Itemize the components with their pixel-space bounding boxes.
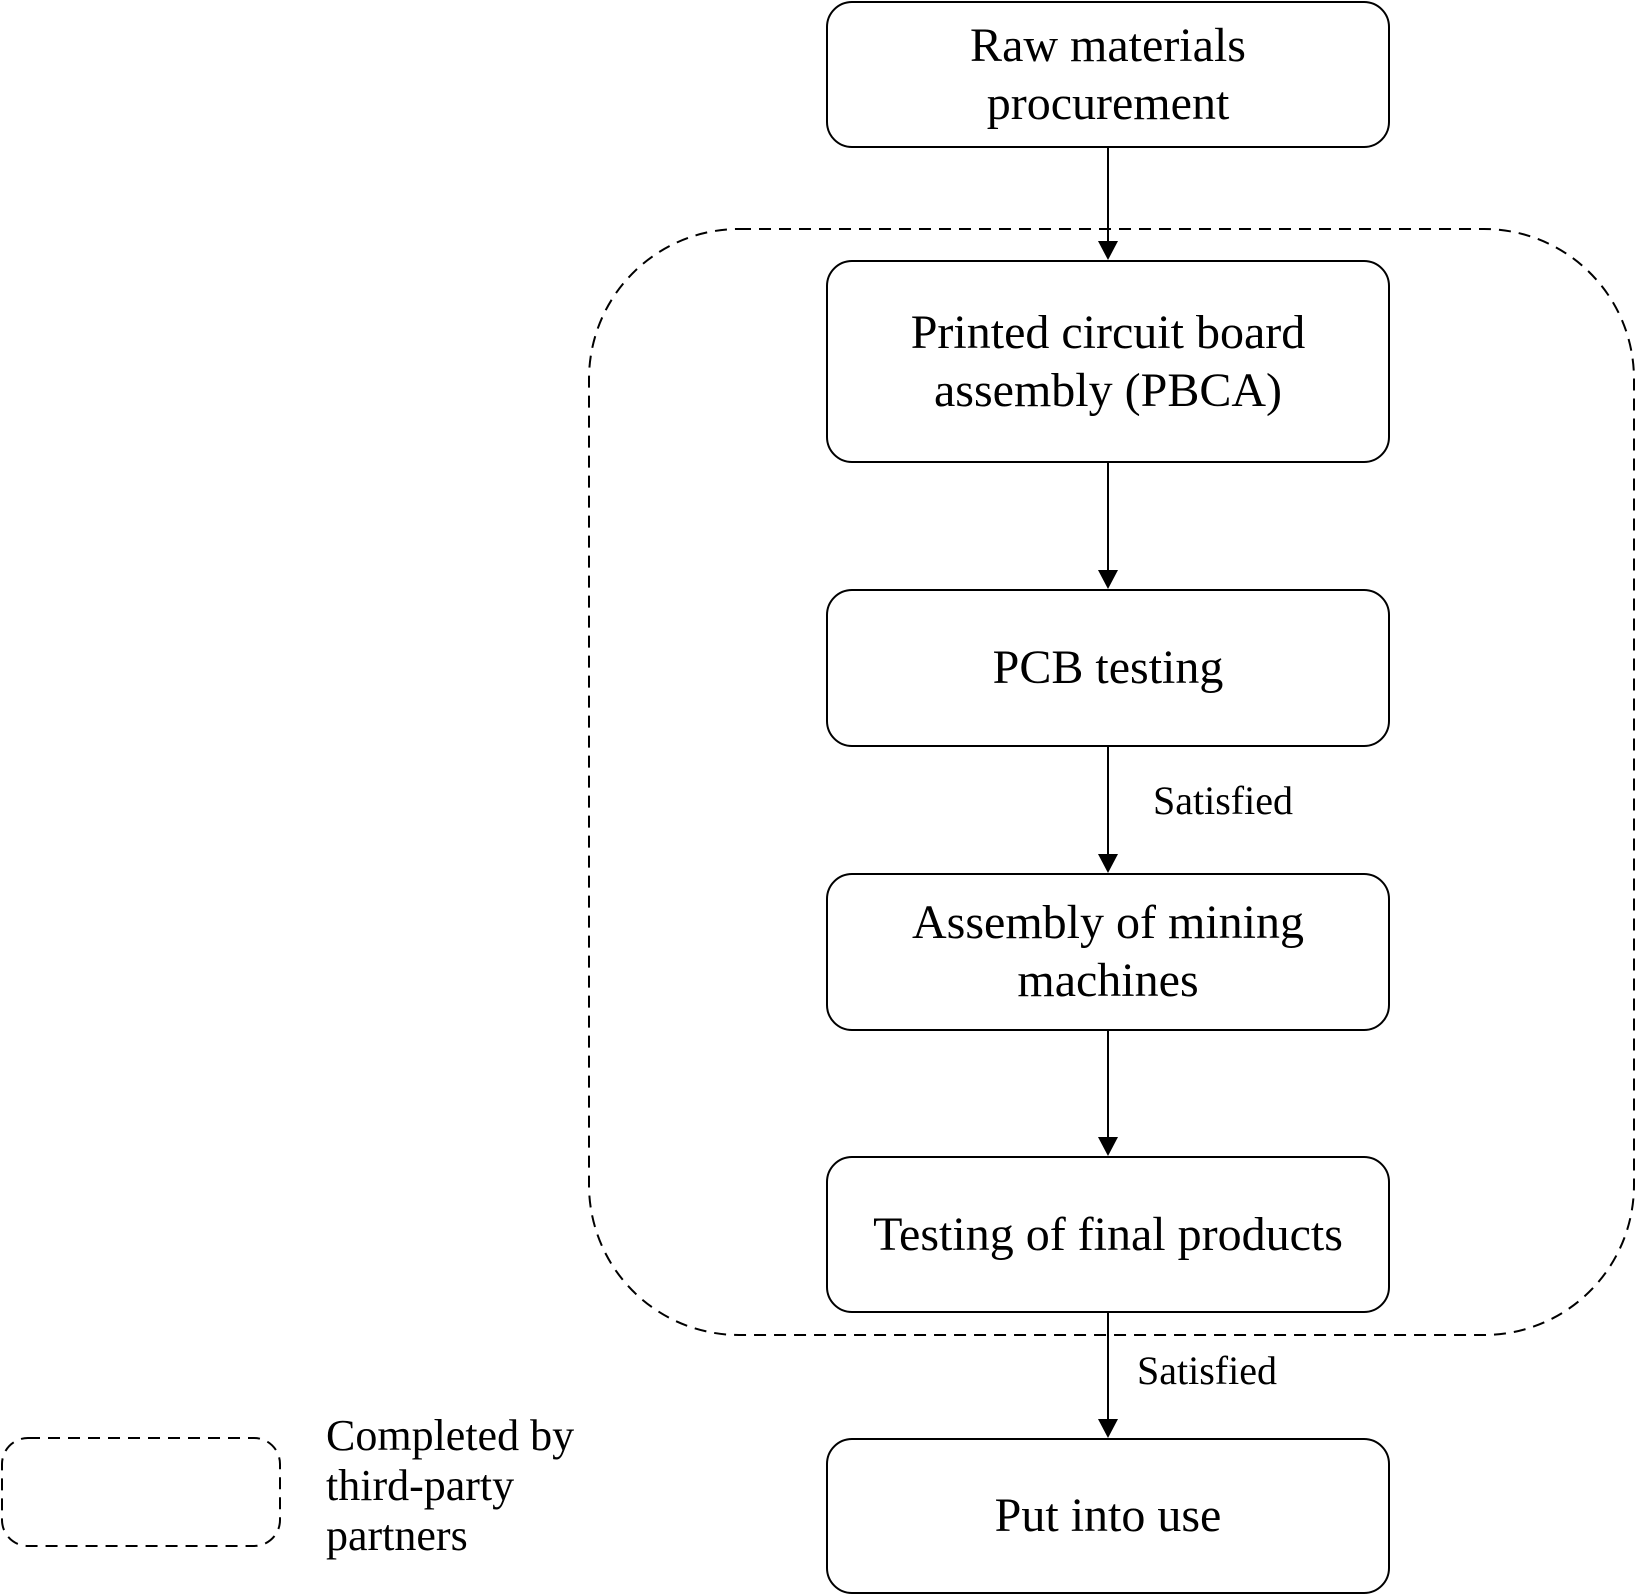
node-printed-circuit-board-assembly: Printed circuit board assembly (PBCA)	[826, 260, 1390, 463]
node-raw-materials-procurement: Raw materials procurement	[826, 1, 1390, 148]
node-label: Printed circuit board assembly (PBCA)	[910, 305, 1306, 417]
arrow-final-testing-to-use	[1098, 1313, 1118, 1438]
node-label: Assembly of mining machines	[912, 896, 1304, 1007]
node-testing-of-final-products: Testing of final products	[826, 1156, 1390, 1313]
arrow-pcba-to-pcb-testing	[1098, 463, 1118, 589]
node-label: Testing of final products	[873, 1207, 1343, 1261]
legend-dashed-sample	[1, 1437, 281, 1547]
arrow-pcb-testing-to-assembly	[1098, 747, 1118, 873]
edge-label-satisfied-2: Satisfied	[1137, 1348, 1277, 1393]
arrow-raw-to-pcba	[1098, 148, 1118, 260]
arrow-assembly-to-final-testing	[1098, 1031, 1118, 1156]
node-put-into-use: Put into use	[826, 1438, 1390, 1594]
node-pcb-testing: PCB testing	[826, 589, 1390, 747]
node-label: PCB testing	[992, 641, 1224, 694]
third-party-group-region	[588, 228, 1635, 1336]
node-assembly-of-mining-machines: Assembly of mining machines	[826, 873, 1390, 1031]
node-label: Raw materials procurement	[970, 18, 1246, 130]
edge-label-satisfied-1: Satisfied	[1153, 778, 1293, 823]
node-label: Put into use	[994, 1489, 1222, 1542]
legend-label: Completed by third-party partners	[326, 1411, 575, 1560]
